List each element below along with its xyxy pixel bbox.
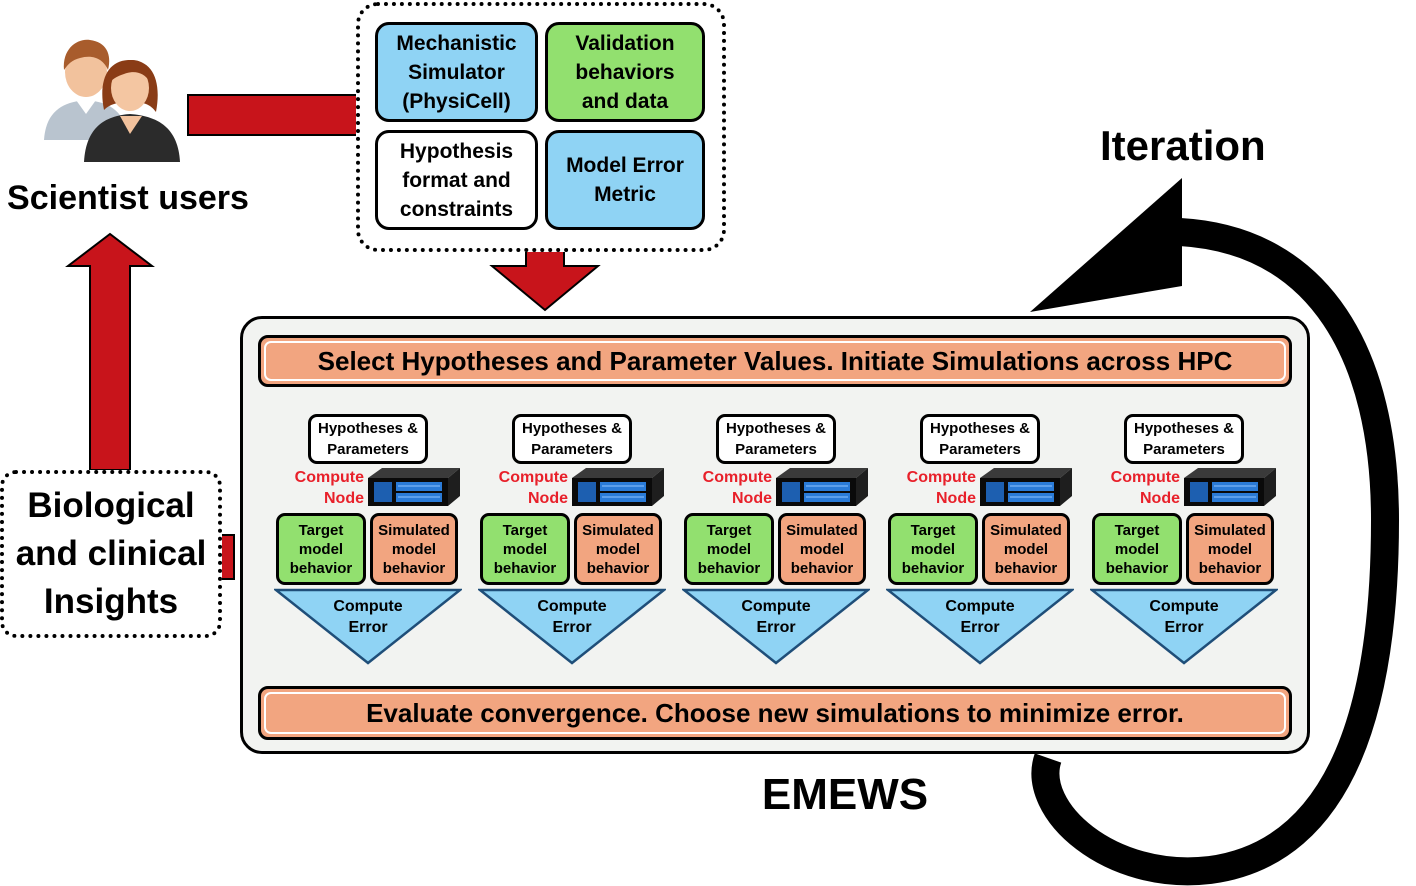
compute-error-triangle — [274, 588, 462, 665]
users-connector — [187, 94, 359, 136]
target-model-behavior-box: Target model behavior — [684, 513, 774, 585]
insights-box: Biological and clinical Insights — [0, 470, 222, 638]
hypotheses-parameters-box: Hypotheses & Parameters — [512, 414, 632, 464]
iteration-arrow — [1031, 218, 1400, 886]
simulated-model-behavior-box: Simulated model behavior — [778, 513, 866, 585]
compute-node-label: Compute Node — [294, 469, 364, 507]
emews-label: EMEWS — [761, 770, 929, 819]
iteration-label: Iteration — [1100, 122, 1266, 169]
server-icon — [368, 468, 460, 506]
compute-error-triangle — [886, 588, 1074, 665]
insights-to-users-arrow — [65, 232, 155, 471]
simulated-model-behavior-box: Simulated model behavior — [370, 513, 458, 585]
simulated-model-behavior-box: Simulated model behavior — [1186, 513, 1274, 585]
compute-error-label: Compute Error — [333, 598, 403, 636]
inputs-to-emews-arrow — [489, 249, 601, 312]
target-model-behavior-box: Target model behavior — [1092, 513, 1182, 585]
compute-error-label: Compute Error — [537, 598, 607, 636]
people-icon — [34, 30, 184, 165]
compute-error-triangle — [682, 588, 870, 665]
compute-node-label: Compute Node — [1110, 469, 1180, 507]
input-box-error-metric: Model Error Metric — [545, 130, 705, 230]
insights-label: Biological and clinical Insights — [15, 486, 207, 621]
input-box-validation: Validation behaviors and data — [545, 22, 705, 122]
target-model-behavior-box: Target model behavior — [276, 513, 366, 585]
compute-error-label: Compute Error — [945, 598, 1015, 636]
compute-error-triangle — [1090, 588, 1278, 665]
input-box-simulator: Mechanistic Simulator (PhysiCell) — [375, 22, 538, 122]
hypotheses-parameters-box: Hypotheses & Parameters — [716, 414, 836, 464]
compute-node-label: Compute Node — [498, 469, 568, 507]
server-icon — [980, 468, 1072, 506]
target-model-behavior-box: Target model behavior — [480, 513, 570, 585]
server-icon — [572, 468, 664, 506]
users-label: Scientist users — [7, 179, 249, 217]
simulated-model-behavior-box: Simulated model behavior — [982, 513, 1070, 585]
select-hypotheses-text: Select Hypotheses and Parameter Values. … — [264, 341, 1286, 381]
compute-error-triangle — [478, 588, 666, 665]
compute-error-label: Compute Error — [1149, 598, 1219, 636]
evaluate-convergence-bar: Evaluate convergence. Choose new simulat… — [258, 686, 1292, 740]
hypotheses-parameters-box: Hypotheses & Parameters — [1124, 414, 1244, 464]
evaluate-convergence-text: Evaluate convergence. Choose new simulat… — [264, 692, 1286, 734]
iteration-arrow-head — [1030, 178, 1182, 312]
hypotheses-parameters-box: Hypotheses & Parameters — [308, 414, 428, 464]
server-icon — [776, 468, 868, 506]
hypotheses-parameters-box: Hypotheses & Parameters — [920, 414, 1040, 464]
target-model-behavior-box: Target model behavior — [888, 513, 978, 585]
compute-node-label: Compute Node — [906, 469, 976, 507]
compute-node-label: Compute Node — [702, 469, 772, 507]
select-hypotheses-bar: Select Hypotheses and Parameter Values. … — [258, 335, 1292, 387]
compute-error-label: Compute Error — [741, 598, 811, 636]
simulated-model-behavior-box: Simulated model behavior — [574, 513, 662, 585]
input-box-hypothesis: Hypothesis format and constraints — [375, 130, 538, 230]
server-icon — [1184, 468, 1276, 506]
